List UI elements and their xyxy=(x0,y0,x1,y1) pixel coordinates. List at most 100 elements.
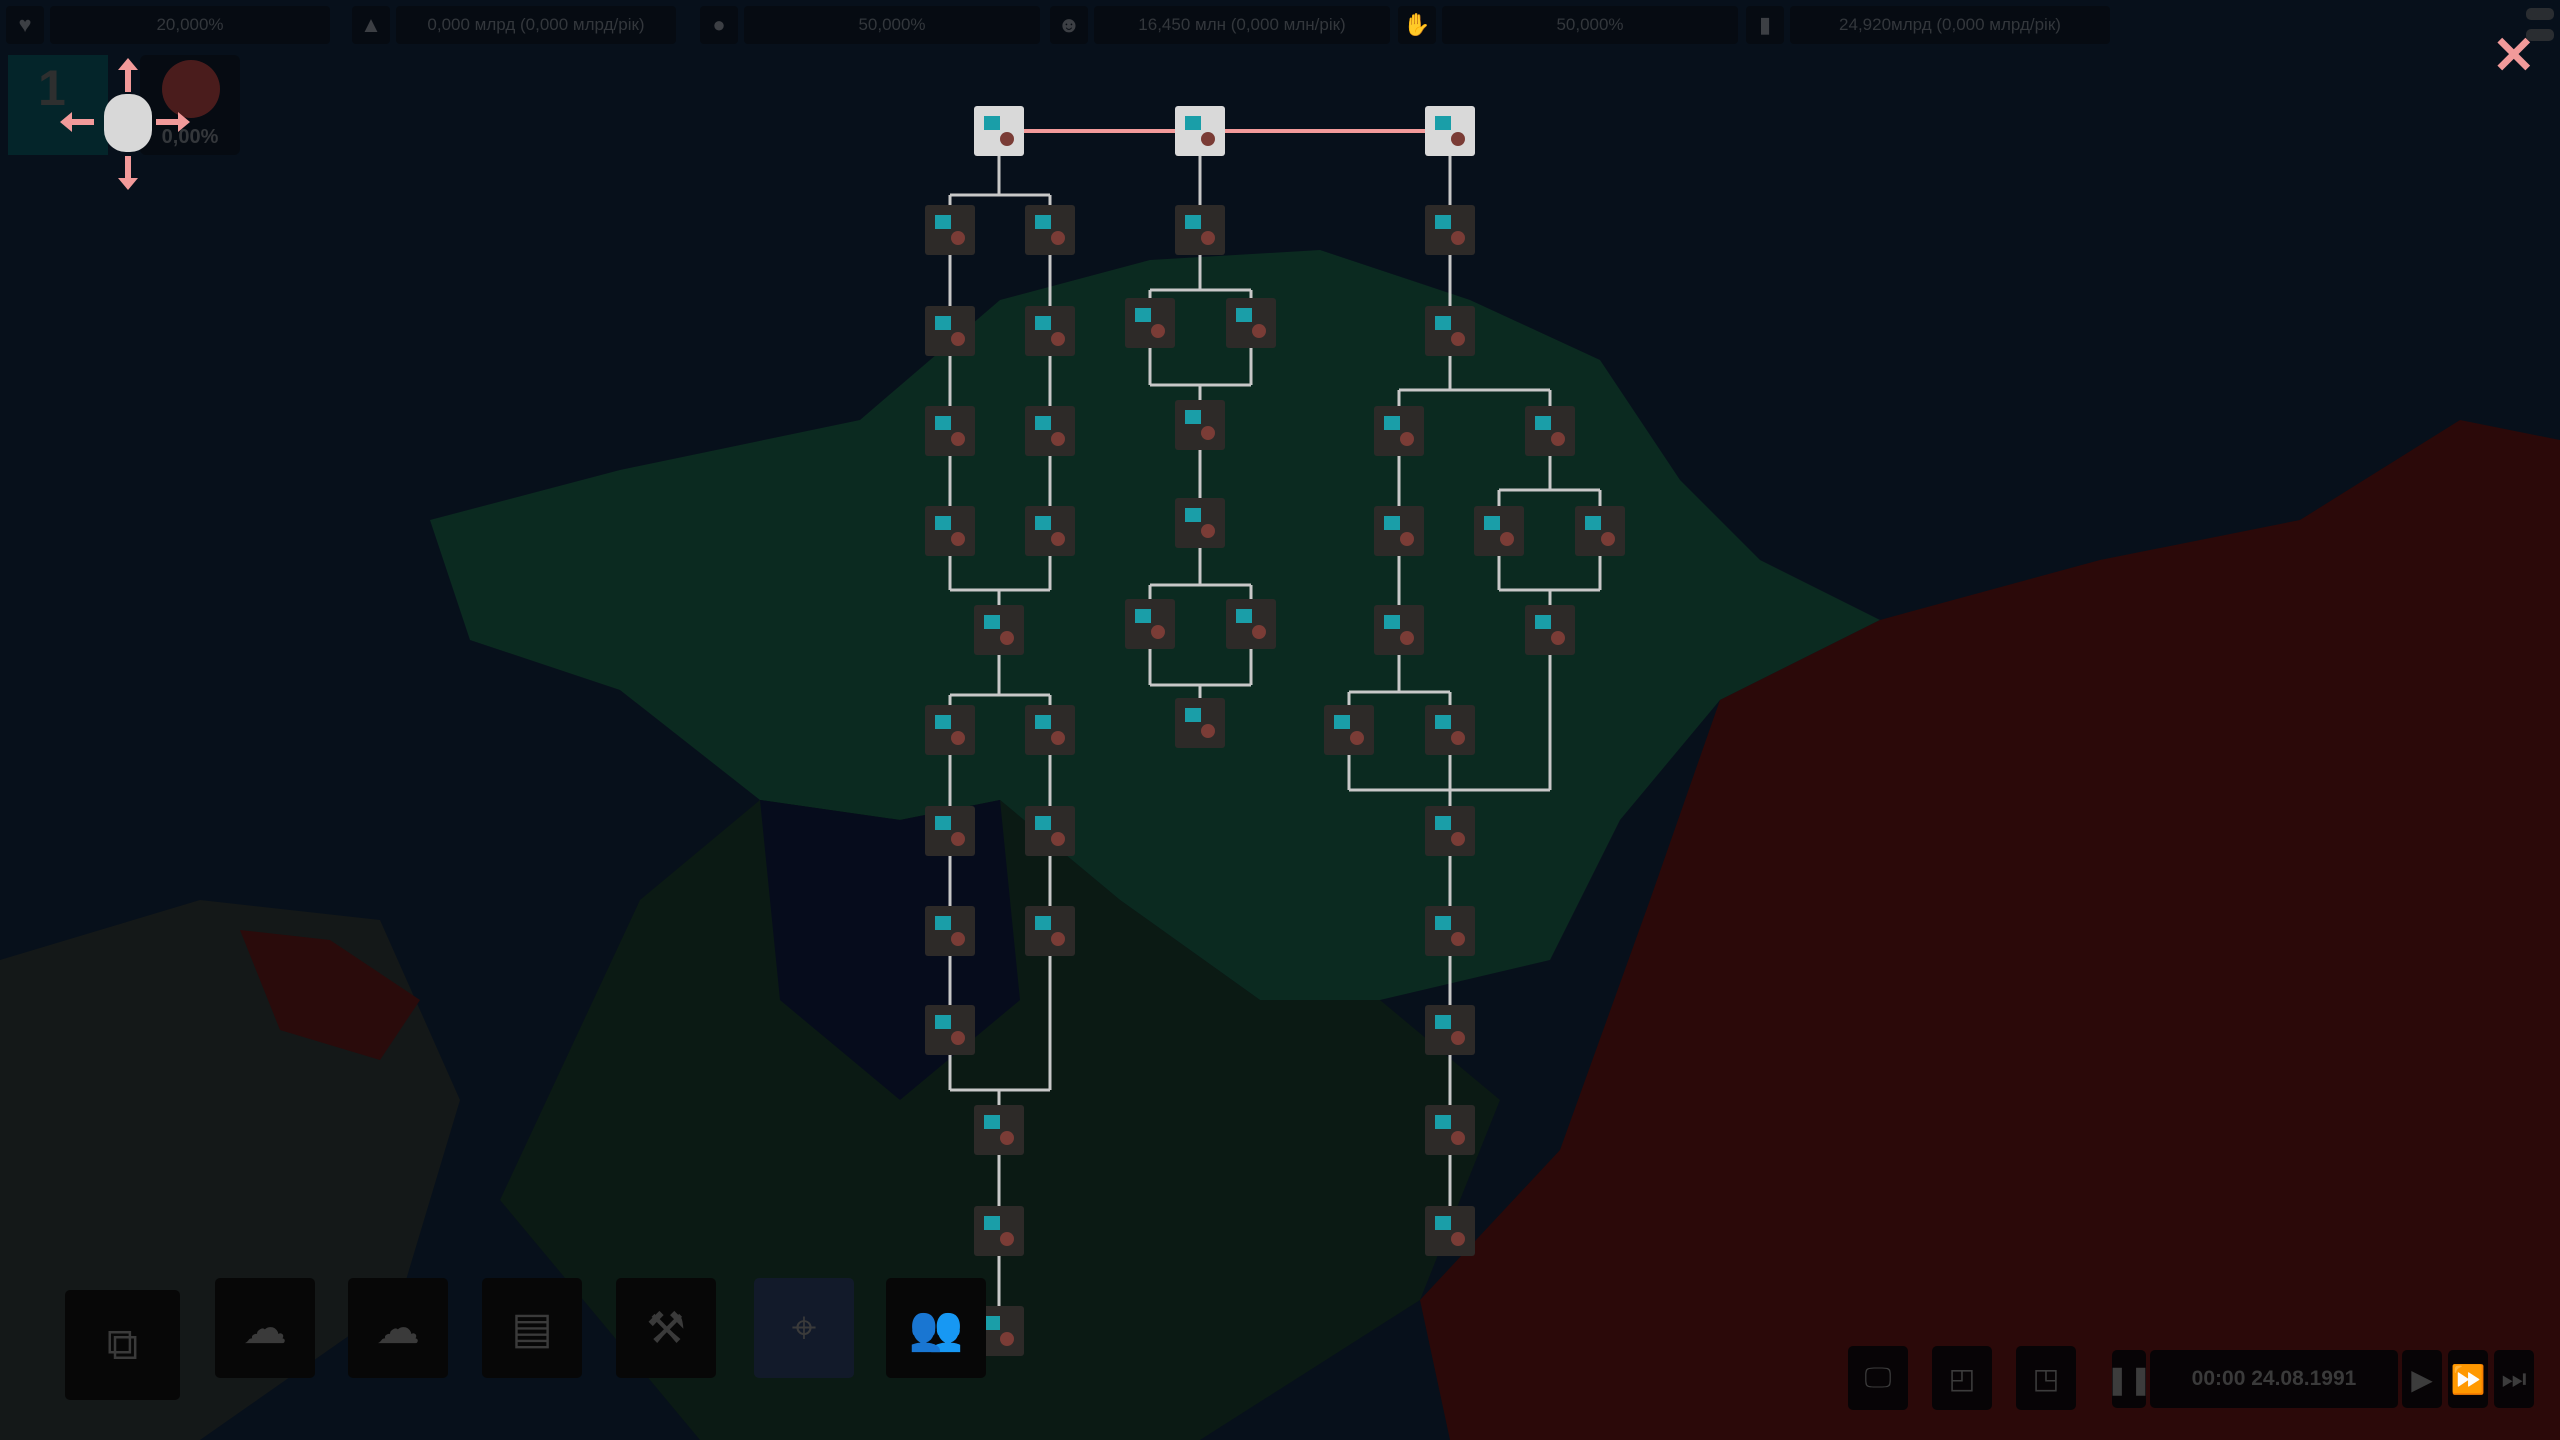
tool-country-map[interactable]: ☁ xyxy=(215,1278,315,1378)
flag-icon xyxy=(1334,715,1350,729)
tech-node[interactable] xyxy=(1425,205,1475,255)
fast-forward-button[interactable]: ⏩ xyxy=(2448,1350,2488,1408)
stat-support[interactable]: ✋ 50,000% xyxy=(1398,6,1738,44)
tech-node[interactable] xyxy=(1175,400,1225,450)
tech-node[interactable] xyxy=(925,205,975,255)
tech-node[interactable] xyxy=(1025,705,1075,755)
tech-node[interactable] xyxy=(925,1005,975,1055)
person-chart-icon: ● xyxy=(700,6,738,44)
stat-gdp[interactable]: ▮ 24,920млрд (0,000 млрд/рік) xyxy=(1746,6,2110,44)
tech-node[interactable] xyxy=(974,106,1024,156)
tech-node[interactable] xyxy=(1125,599,1175,649)
arrow-down-icon xyxy=(118,156,138,190)
flag-icon xyxy=(1035,316,1051,330)
tech-node[interactable] xyxy=(1175,498,1225,548)
tech-node[interactable] xyxy=(925,806,975,856)
stat-approval[interactable]: ● 50,000% xyxy=(700,6,1040,44)
tech-node[interactable] xyxy=(1025,906,1075,956)
country-flag[interactable]: 1 xyxy=(8,55,108,155)
tech-node[interactable] xyxy=(1025,205,1075,255)
policy-icon xyxy=(951,1031,965,1045)
tech-node[interactable] xyxy=(1425,906,1475,956)
screen-mode-button[interactable]: 🖵 xyxy=(1848,1346,1908,1410)
tech-node[interactable] xyxy=(925,906,975,956)
stat-stability[interactable]: ♥ 20,000% xyxy=(6,6,330,44)
policy-icon xyxy=(1201,231,1215,245)
tech-node[interactable] xyxy=(1374,506,1424,556)
flag-icon xyxy=(1435,715,1451,729)
arrow-up-icon xyxy=(118,58,138,92)
play-button[interactable]: ▶ xyxy=(2402,1350,2442,1408)
tech-node[interactable] xyxy=(1374,605,1424,655)
tech-node[interactable] xyxy=(1425,1105,1475,1155)
population-icon: ☻ xyxy=(1050,6,1088,44)
tool-build[interactable]: ⚒ xyxy=(616,1278,716,1378)
tech-node[interactable] xyxy=(925,705,975,755)
tool-target[interactable]: ⌖ xyxy=(754,1278,854,1378)
tech-node[interactable] xyxy=(1025,806,1075,856)
tech-node[interactable] xyxy=(1025,306,1075,356)
tech-node[interactable] xyxy=(1474,506,1524,556)
pause-button[interactable]: ❚❚ xyxy=(2106,1350,2152,1408)
flag-icon xyxy=(984,1316,1000,1330)
tech-node[interactable] xyxy=(1425,1206,1475,1256)
tool-people[interactable]: 👥 xyxy=(886,1278,986,1378)
flag-icon xyxy=(1435,1216,1451,1230)
world-view-button[interactable]: ◰ xyxy=(1932,1346,1992,1410)
stat-treasury[interactable]: ▲ 0,000 млрд (0,000 млрд/рік) xyxy=(352,6,676,44)
play-icon: ▶ xyxy=(2411,1363,2433,1395)
flag-icon xyxy=(1384,416,1400,430)
flag-icon xyxy=(1185,508,1201,522)
tech-node[interactable] xyxy=(925,406,975,456)
policy-icon xyxy=(1451,132,1465,146)
policy-icon xyxy=(1451,332,1465,346)
tech-node[interactable] xyxy=(1525,406,1575,456)
flag-icon xyxy=(1185,708,1201,722)
tech-node[interactable] xyxy=(1575,506,1625,556)
tool-documents[interactable]: ▤ xyxy=(482,1278,582,1378)
flag-icon xyxy=(935,1015,951,1029)
country-map-icon: ◳ xyxy=(2032,1362,2060,1394)
flag-icon xyxy=(1035,516,1051,530)
tech-node[interactable] xyxy=(974,1105,1024,1155)
flag-icon xyxy=(1035,916,1051,930)
tech-node[interactable] xyxy=(1125,298,1175,348)
tech-node[interactable] xyxy=(1425,1005,1475,1055)
tech-node[interactable] xyxy=(1025,406,1075,456)
menu-button[interactable] xyxy=(2526,8,2554,50)
mouse-drag-hint-icon xyxy=(104,94,152,152)
tech-node[interactable] xyxy=(1226,298,1276,348)
flag-icon xyxy=(1435,1115,1451,1129)
tech-node[interactable] xyxy=(1425,806,1475,856)
flag-icon xyxy=(935,316,951,330)
tech-node[interactable] xyxy=(925,506,975,556)
stat-population[interactable]: ☻ 16,450 млн (0,000 млн/рік) xyxy=(1050,6,1390,44)
flag-icon xyxy=(1384,516,1400,530)
tech-node[interactable] xyxy=(974,605,1024,655)
flag-icon xyxy=(984,1115,1000,1129)
flag-icon xyxy=(1435,215,1451,229)
tech-node[interactable] xyxy=(1175,698,1225,748)
tech-node[interactable] xyxy=(1226,599,1276,649)
tech-node[interactable] xyxy=(925,306,975,356)
tool-tech-tree[interactable]: ⧉ xyxy=(65,1290,180,1400)
tool-regions-map[interactable]: ☁ xyxy=(348,1278,448,1378)
tech-node[interactable] xyxy=(1374,406,1424,456)
flag-icon xyxy=(1135,609,1151,623)
fastest-button[interactable]: ⏭ xyxy=(2494,1350,2534,1408)
tech-node[interactable] xyxy=(974,1306,1024,1356)
tech-node[interactable] xyxy=(1425,705,1475,755)
tech-node[interactable] xyxy=(1425,106,1475,156)
flag-icon xyxy=(935,715,951,729)
close-icon[interactable]: ✕ xyxy=(2492,27,2536,85)
tech-node[interactable] xyxy=(1324,705,1374,755)
tech-node[interactable] xyxy=(1025,506,1075,556)
country-rank: 1 xyxy=(38,60,66,116)
country-view-button[interactable]: ◳ xyxy=(2016,1346,2076,1410)
policy-icon xyxy=(1000,132,1014,146)
tech-node[interactable] xyxy=(974,1206,1024,1256)
tech-node[interactable] xyxy=(1175,205,1225,255)
tech-node[interactable] xyxy=(1425,306,1475,356)
tech-node[interactable] xyxy=(1525,605,1575,655)
tech-node[interactable] xyxy=(1175,106,1225,156)
